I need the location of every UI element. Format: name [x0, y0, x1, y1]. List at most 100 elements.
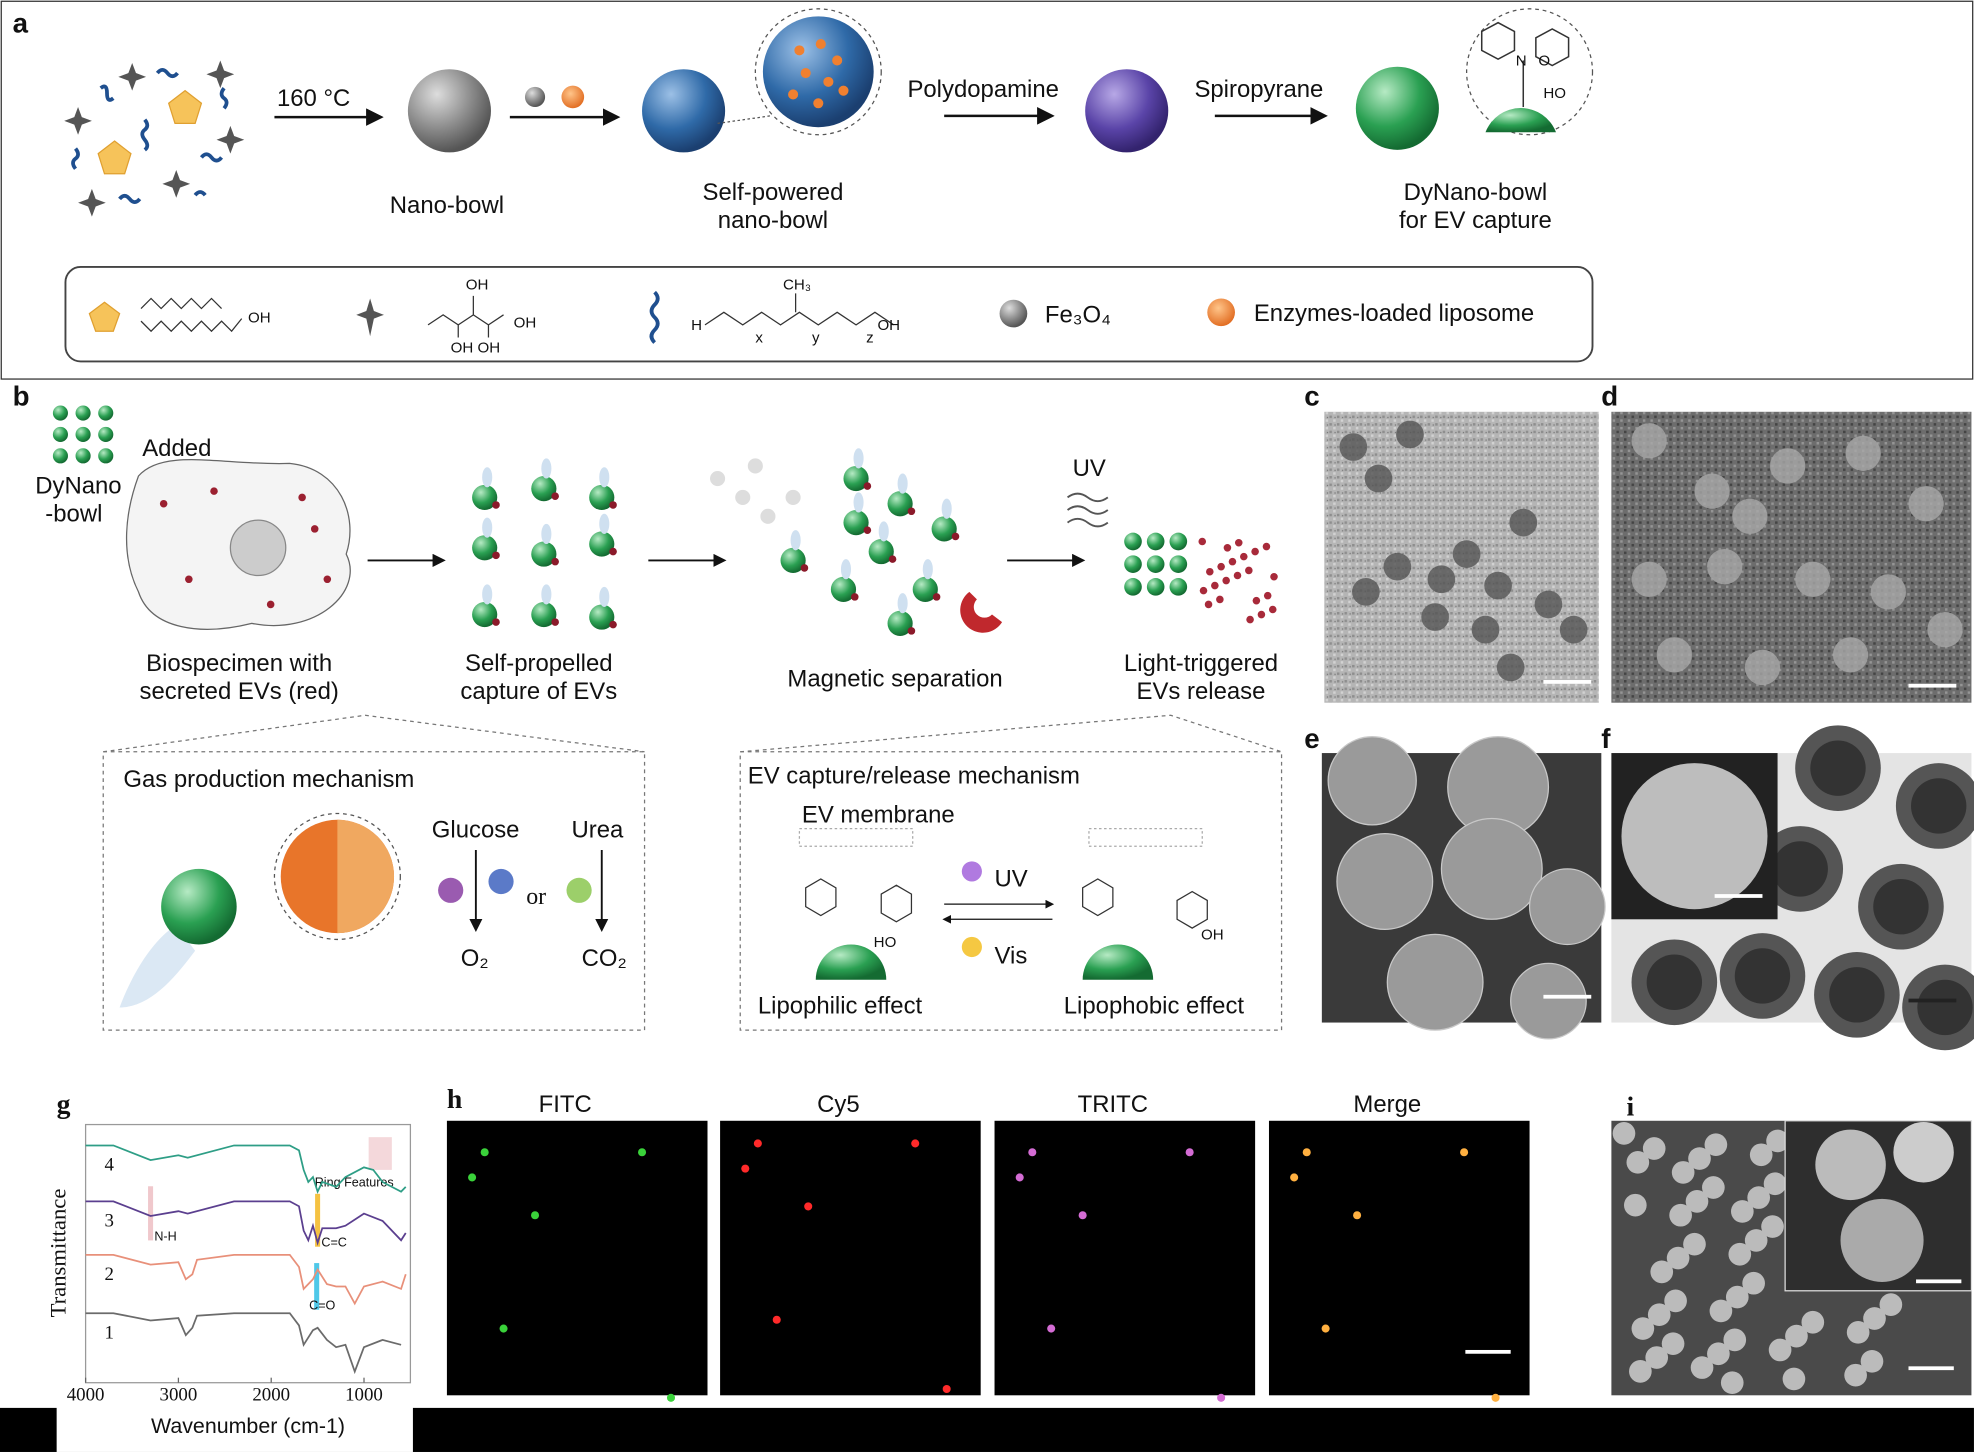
fluorescent-spot — [753, 1139, 762, 1148]
legend-x: x — [755, 330, 763, 347]
sem-bowl — [1683, 1232, 1706, 1256]
release-label-1: Light-triggered — [1124, 650, 1278, 677]
nano-bowl-label: Nano-bowl — [390, 192, 504, 219]
sem-bowl — [1704, 1133, 1728, 1157]
self-powered-label-2: nano-bowl — [718, 207, 828, 234]
fluorescence-image-cy5 — [720, 1120, 981, 1396]
tem-particle — [1707, 549, 1743, 585]
uv-waves-icon — [1066, 492, 1109, 528]
ho-group: HO — [1543, 85, 1566, 102]
ev-dot — [1204, 600, 1213, 609]
gas-icon — [599, 467, 610, 488]
sem-bowl — [1612, 1122, 1636, 1145]
sem-bowl — [1725, 1285, 1749, 1309]
sem-bowl — [1761, 1215, 1784, 1238]
fluorescent-spot — [1047, 1324, 1056, 1333]
gas-icon — [840, 559, 852, 580]
ev-dot — [609, 620, 617, 629]
uv-bulb-icon — [961, 861, 982, 882]
gas-icon — [482, 584, 493, 605]
gas-icon — [853, 492, 864, 513]
panel-h-label: h — [447, 1083, 462, 1114]
bowl-icon — [472, 484, 498, 511]
bowl-icon — [161, 868, 237, 945]
tem-particle — [1452, 540, 1481, 568]
polymer-structure — [704, 293, 895, 326]
bowl-icon — [589, 484, 615, 511]
ev-dot — [1223, 544, 1232, 552]
enzyme-icon — [488, 868, 514, 895]
gas-icon — [541, 584, 552, 605]
ho-label: HO — [874, 934, 897, 951]
fluorescent-spot — [499, 1324, 508, 1333]
tem-particle — [1559, 615, 1588, 644]
gas-icon — [541, 458, 552, 479]
legend-y: y — [812, 330, 820, 347]
gas-icon — [897, 473, 908, 494]
ev-dot — [492, 618, 500, 626]
sem-bowl — [1720, 1371, 1744, 1395]
series-label-4: 4 — [104, 1155, 114, 1176]
gas-mechanism-box — [102, 751, 646, 1031]
tem-particle — [1656, 637, 1692, 673]
legend-z: z — [866, 330, 874, 347]
fluorescent-spot — [1321, 1324, 1330, 1333]
gas-icon — [599, 513, 610, 534]
series-line-2 — [85, 1254, 407, 1306]
polydopamine-sphere — [1085, 69, 1169, 153]
ev-dot — [1245, 566, 1253, 575]
ev-dot — [551, 557, 559, 566]
ev-dot — [1222, 576, 1230, 585]
sem-bowl — [1707, 1342, 1730, 1366]
fluorescent-spot — [531, 1211, 540, 1220]
sem-bowl — [1846, 1321, 1870, 1344]
fluorescence-image-tritc — [994, 1120, 1256, 1396]
sem-bowl — [1768, 1338, 1792, 1362]
sem-sphere — [1386, 933, 1484, 1031]
fluorescence-image-fitc — [446, 1120, 708, 1396]
channel-title: FITC — [539, 1091, 592, 1118]
sem-bowl — [1685, 1190, 1709, 1213]
bowl-icon — [887, 610, 913, 636]
legend-oh-top: OH — [466, 277, 489, 294]
o-atom: O — [1538, 52, 1550, 69]
tem-bowl-core — [1646, 954, 1703, 1010]
fluorescent-spot — [741, 1164, 750, 1173]
ev-dot — [492, 551, 500, 560]
gas-icon — [482, 467, 493, 488]
panel-b-label: b — [13, 380, 30, 411]
sem-sphere — [1336, 833, 1434, 930]
fluorescent-spot — [1217, 1393, 1226, 1402]
panel-c-label: c — [1304, 380, 1319, 411]
panel-a-frame — [0, 0, 1974, 380]
temperature-label: 160 °C — [277, 85, 350, 112]
scale-bar — [1916, 1279, 1962, 1284]
bowl-icon — [931, 516, 957, 542]
ev-dot — [1246, 615, 1254, 624]
tem-particle — [1631, 561, 1667, 597]
sem-bowl — [1879, 1293, 1903, 1316]
x-tick-label: 1000 — [345, 1384, 383, 1405]
star-icons — [64, 60, 245, 217]
panel-a-label: a — [13, 8, 29, 39]
bowl-icon — [912, 576, 938, 602]
tem-particle — [1383, 552, 1412, 581]
tem-particle — [1352, 578, 1380, 606]
panel-a: a 160 °C Nano-bowl S — [0, 0, 1974, 380]
sem-bowl — [1642, 1137, 1666, 1160]
liposome-dots — [788, 39, 849, 109]
sugar-structure — [427, 295, 504, 338]
ev-dot — [1234, 538, 1243, 547]
tem-particle — [1694, 473, 1730, 509]
released-bowls — [1124, 532, 1188, 596]
fluorescent-spot — [1290, 1173, 1299, 1182]
captured-bowls — [472, 458, 617, 630]
pentagon-icon — [88, 301, 121, 332]
sem-bowl — [1863, 1307, 1886, 1330]
nucleus-icon — [229, 519, 287, 577]
lipophilic-label: Lipophilic effect — [758, 993, 923, 1020]
ev-dot — [1217, 562, 1225, 571]
ev-dot — [1251, 547, 1259, 556]
ev-dot — [907, 627, 916, 635]
